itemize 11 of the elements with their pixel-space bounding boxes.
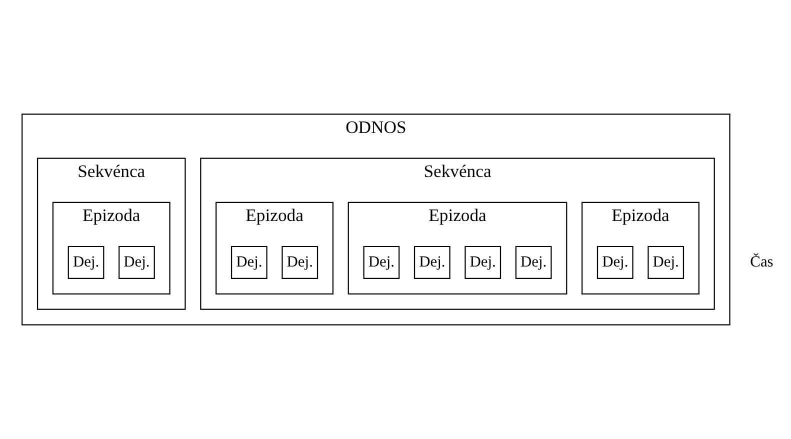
node-box: Dej. xyxy=(648,246,684,280)
node-box: Dej. xyxy=(363,246,400,280)
node-box: Dej. xyxy=(68,246,104,280)
node-box: Dej. xyxy=(230,246,268,280)
node-box: Dej. xyxy=(464,246,502,280)
node-box: Dej. xyxy=(414,246,450,280)
node-box: Dej. xyxy=(118,246,155,280)
node-box: Dej. xyxy=(515,246,552,280)
node-box: Dej. xyxy=(282,246,318,280)
node-box: Dej. xyxy=(596,246,634,280)
label: Čas xyxy=(750,254,774,271)
